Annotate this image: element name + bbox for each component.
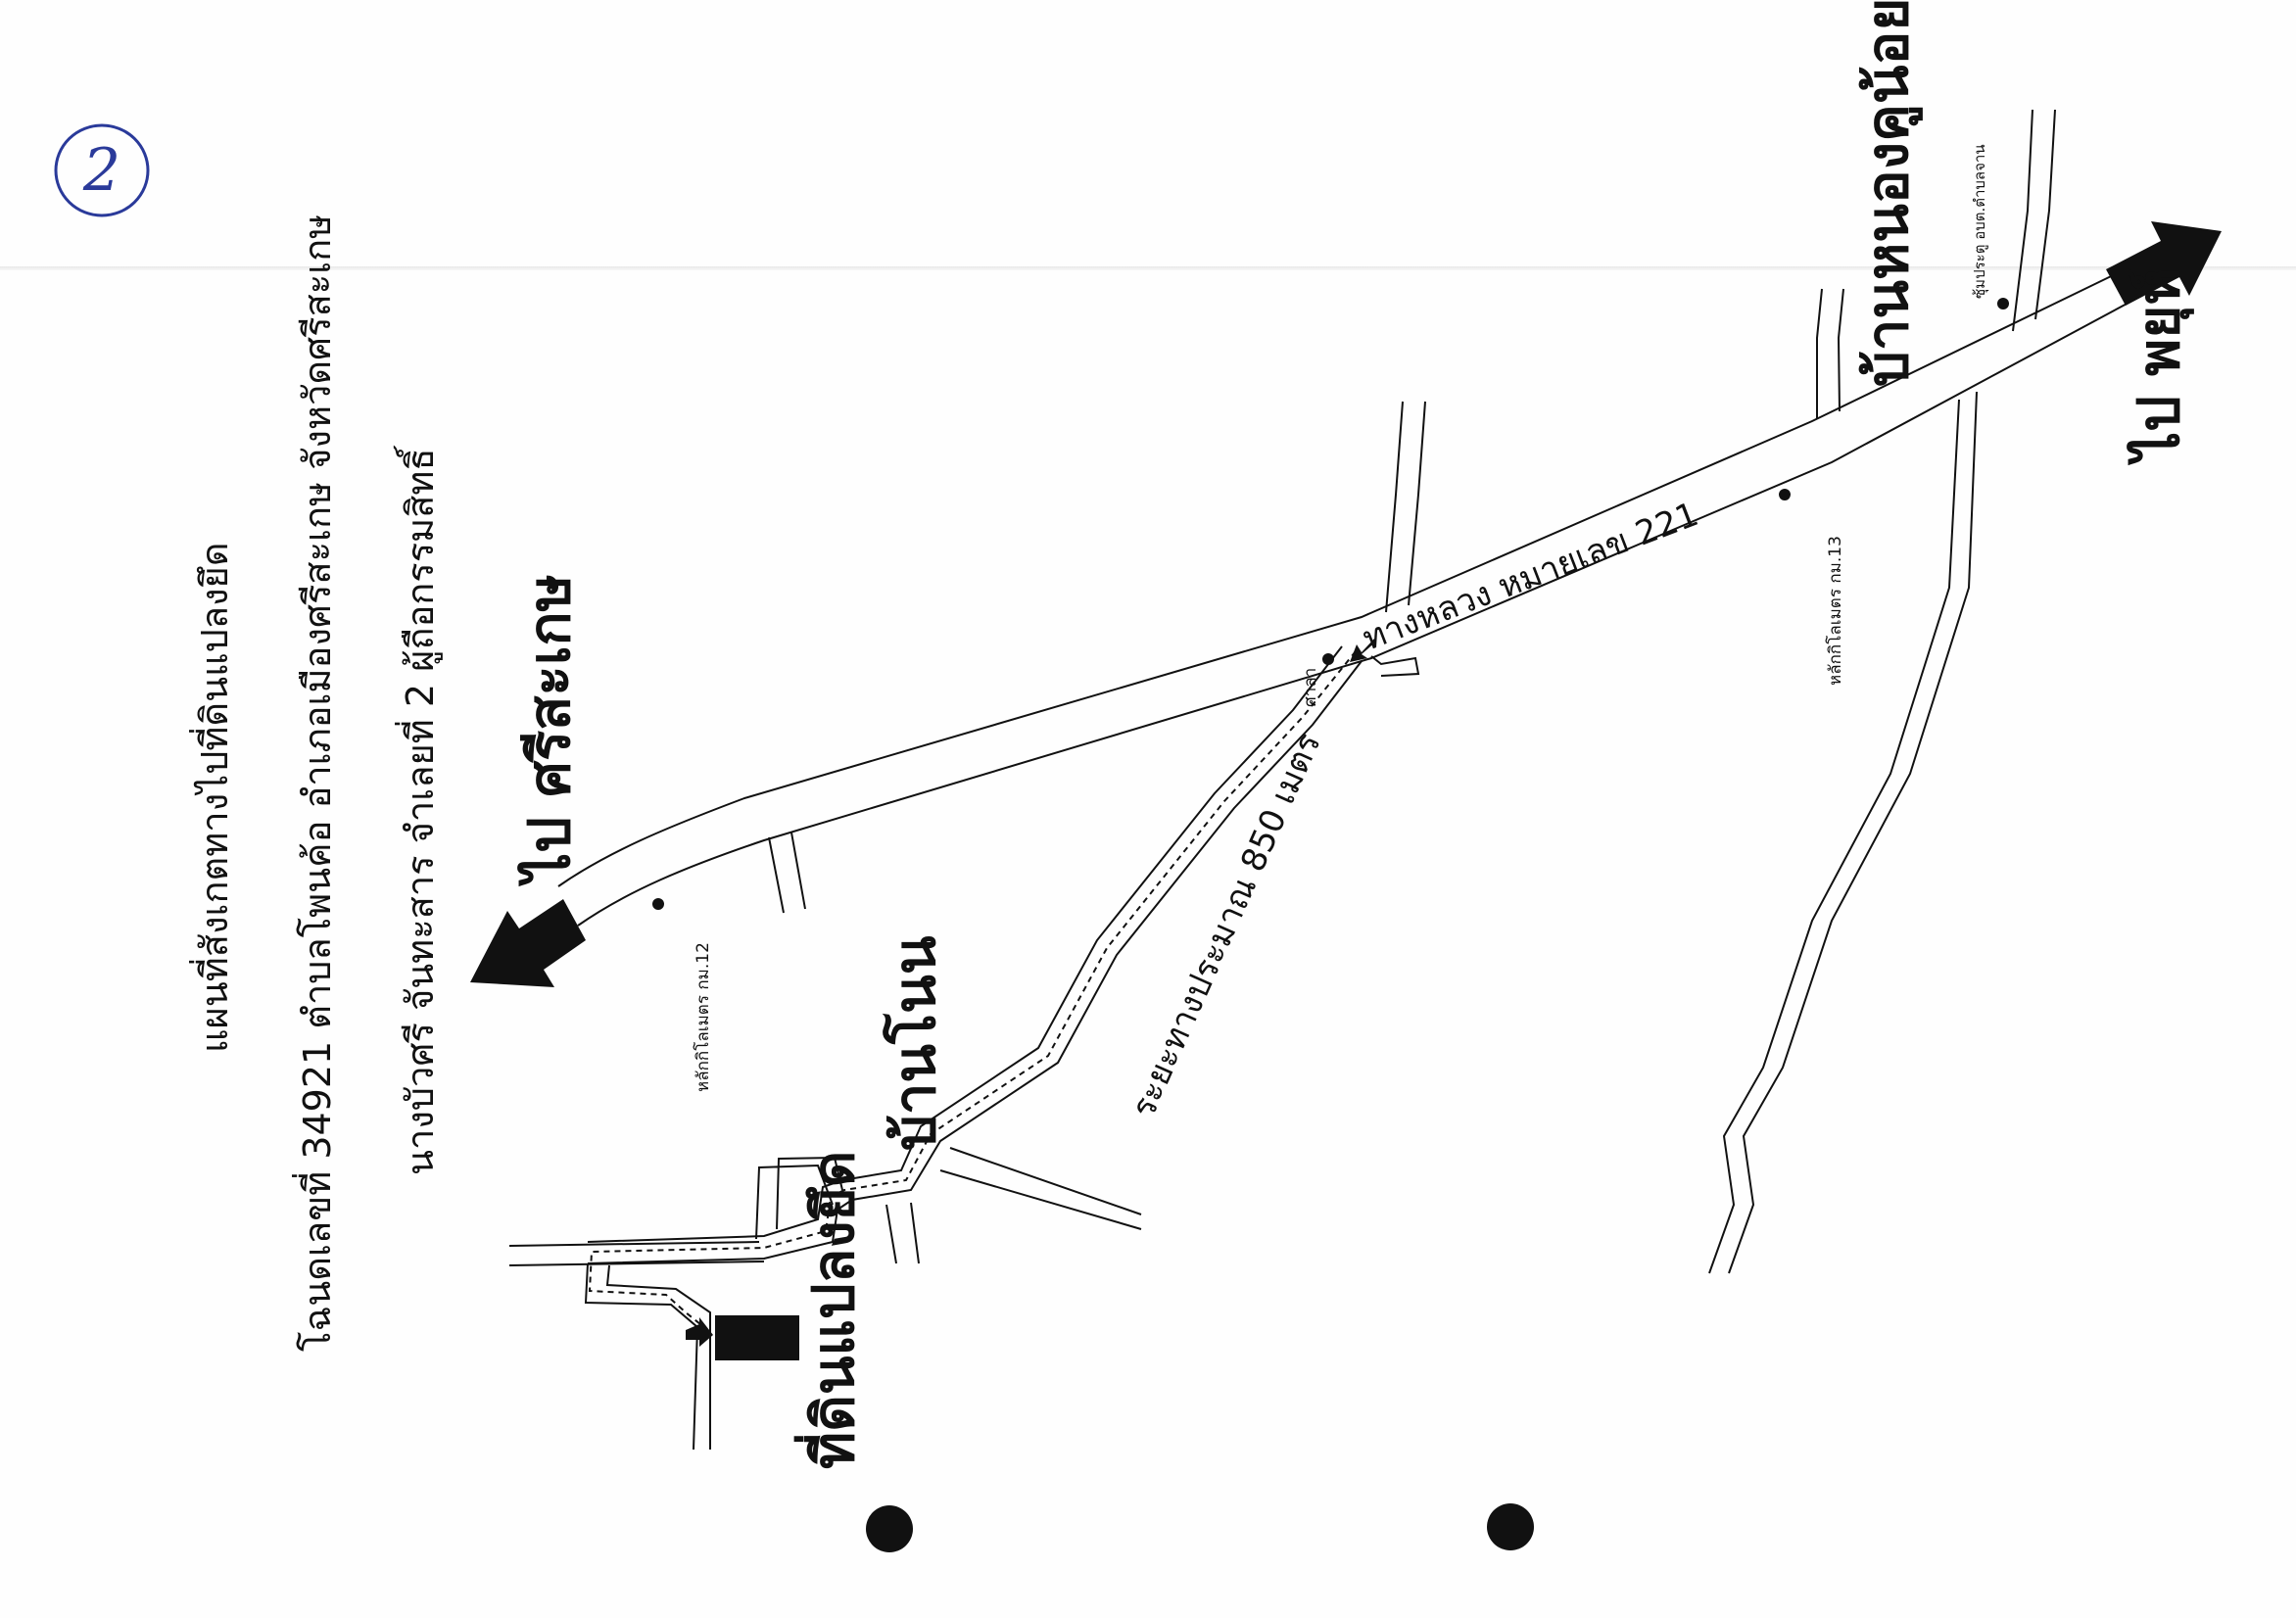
southern-road-east [1728, 391, 1978, 1274]
village-ban-non-label: บ้านโนน [882, 935, 948, 1151]
route-dashed-line [588, 650, 1357, 1325]
ban-non-south-road [885, 1202, 920, 1264]
side-road-west [768, 832, 806, 914]
southern-road-west [1708, 399, 1960, 1274]
gate-marker-dot [1997, 298, 2009, 309]
arrow-to-sisaket [470, 899, 586, 987]
binder-hole-left [866, 1505, 913, 1552]
road-to-seized-land [584, 1262, 711, 1451]
sala-label: ศาลา [1301, 667, 1320, 707]
paper-fold-line [0, 266, 2296, 270]
seized-land-label: ที่ดินแปลงยึด [800, 1150, 867, 1469]
route-start-arrow [1350, 639, 1376, 662]
owner-line: นางบัวศรี จันทะสาร จำเลยที่ 2 ผู้ถือกรรม… [399, 448, 442, 1175]
map-title: แผนที่สังเกตทางไปที่ดินแปลงยึด [193, 542, 236, 1053]
deed-line: โฉนดเลขที่ 34921 ตำบลโพนค้อ อำเภอเมืองศร… [296, 214, 339, 1352]
ban-non-loop-road [755, 1156, 843, 1240]
nongkhunoi-branch-road [1816, 288, 1844, 419]
north-branch-road [1385, 401, 1426, 613]
km13-marker-dot [1779, 489, 1791, 500]
page-number-circle [54, 123, 150, 217]
to-sisaket-label: ไป ศรีสะเกษ [516, 574, 583, 881]
km13-label: หลักกิโลเมตร กม.13 [1826, 536, 1845, 686]
seized-land-pointer-arrow [686, 1317, 713, 1347]
arrow-to-phayu [2106, 221, 2222, 306]
village-road-north-edge [587, 645, 1343, 1243]
to-phayu-label: ไป พยุห์ [2126, 267, 2192, 460]
west-road [508, 1241, 765, 1266]
highway-221-edge-south [577, 293, 2146, 927]
km12-marker-dot [652, 898, 664, 910]
gate-label: ซุ้มประตู อบต.ตำบลจาน [1971, 144, 1988, 299]
seized-land-block [715, 1315, 799, 1360]
km12-label: หลักกิโลเมตร กม.12 [694, 942, 713, 1092]
junction-spur [1370, 655, 1420, 677]
village-road-south-edge [587, 660, 1363, 1264]
highway-221-edge-north [557, 263, 2136, 887]
ban-non-east-road [939, 1147, 1142, 1230]
north-east-road [2012, 109, 2056, 332]
village-nong-khu-noi-label: บ้านหนองคูน้อย [1854, 0, 1921, 387]
sala-marker-dot [1322, 653, 1334, 665]
page-number-handwritten: 2 [82, 136, 121, 205]
binder-hole-right [1487, 1503, 1534, 1550]
